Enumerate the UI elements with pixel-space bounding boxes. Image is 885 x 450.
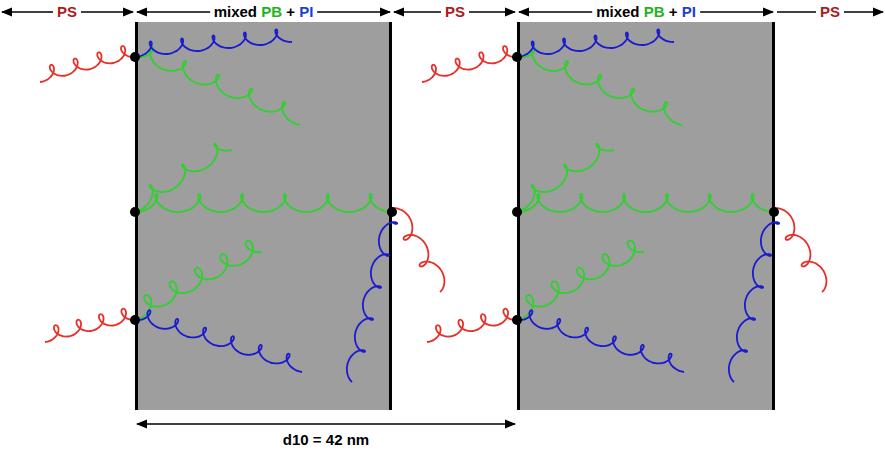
polymer-chain (517, 29, 674, 57)
period-arrow (137, 423, 515, 425)
junction-point (387, 207, 397, 217)
junction-point (130, 207, 140, 217)
polymer-chain (517, 310, 684, 372)
mixed-domain-band: mixed PB + PI (517, 0, 775, 410)
polymer-chain (40, 46, 135, 82)
junction-point (512, 207, 522, 217)
polymer-chain (135, 29, 292, 57)
polymer-chain (729, 222, 779, 382)
polymer-chain (135, 241, 262, 320)
polymer-chain (135, 310, 302, 372)
domain-heading: mixed PB + PI (592, 3, 700, 21)
polymer-chain (135, 48, 300, 125)
polymer-chain (135, 144, 232, 212)
polymer-chain (135, 194, 392, 212)
junction-point (769, 207, 779, 217)
polymer-chain (427, 309, 517, 342)
block-label: PS (441, 3, 469, 21)
grey-band (517, 22, 775, 410)
polymer-chain (517, 48, 682, 125)
polymer-chain (517, 241, 644, 320)
polymer-chain (517, 194, 774, 212)
dimension-label: d10 = 42 nm (279, 431, 373, 449)
junction-point (512, 52, 522, 62)
junction-point (512, 315, 522, 325)
block-label: PS (53, 3, 81, 21)
polymer-chain (45, 309, 135, 342)
grey-band (135, 22, 392, 410)
polymer-chain (388, 208, 445, 292)
junction-point (130, 52, 140, 62)
polymer-chain (517, 144, 614, 212)
block-label: PS (816, 3, 844, 21)
polymer-chain (422, 46, 517, 82)
polymer-chain (770, 208, 827, 292)
domain-heading: mixed PB + PI (210, 3, 318, 21)
junction-point (130, 315, 140, 325)
mixed-domain-band: mixed PB + PI (135, 0, 392, 410)
polymer-chain (347, 222, 397, 382)
